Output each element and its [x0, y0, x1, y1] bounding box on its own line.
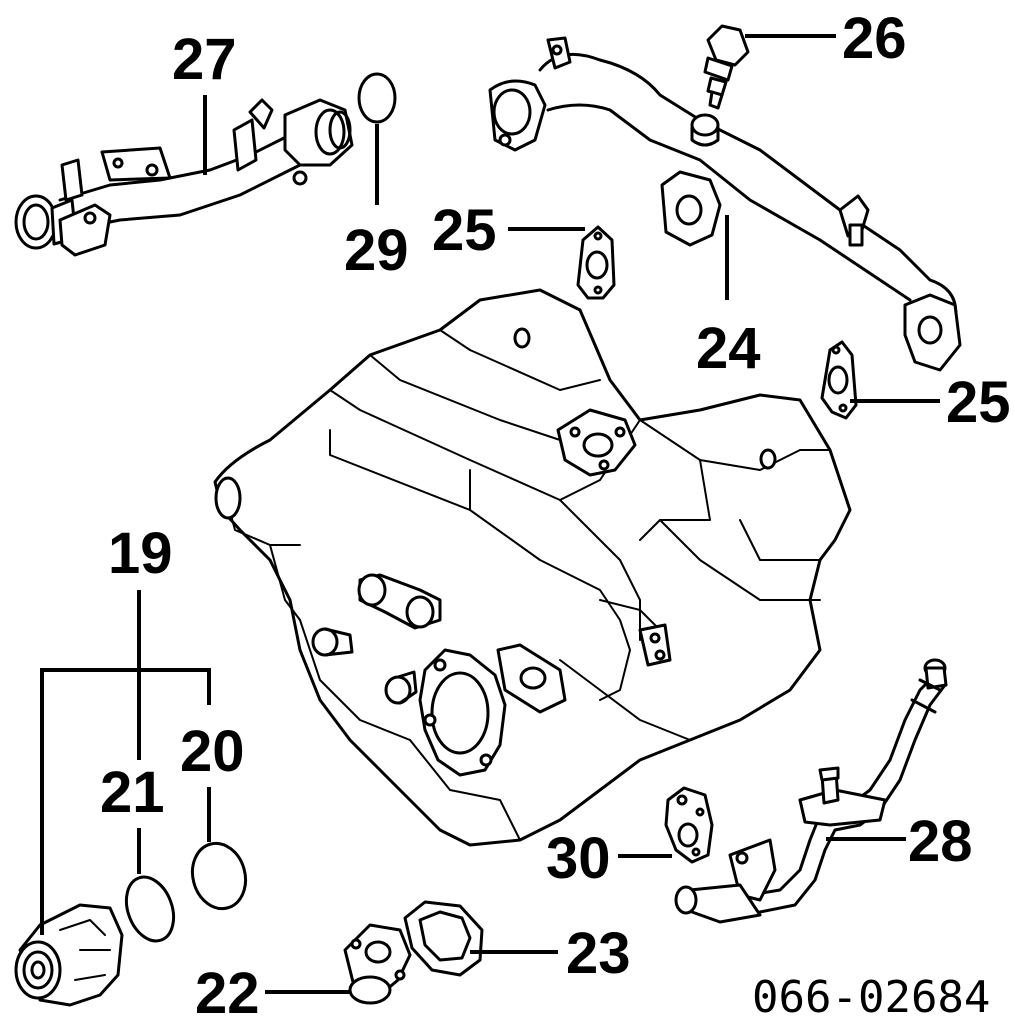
callout-24: 24: [696, 316, 761, 381]
callout-26: 26: [842, 6, 907, 71]
gasket-part-23: [403, 900, 484, 977]
water-pipe-part-27: [14, 98, 354, 257]
engine-block: [213, 288, 852, 847]
callout-29: 29: [344, 218, 409, 283]
callouts: 27 26 29 25 24 25 19 20 21 30 28 23 22: [100, 6, 1011, 1018]
leader-lines: [40, 34, 940, 994]
leader-19: [40, 590, 211, 935]
callout-25-upper: 25: [432, 198, 497, 263]
gasket-part-25-upper: [576, 225, 616, 300]
gasket-part-25-lower: [820, 340, 858, 420]
callout-23: 23: [566, 921, 631, 986]
reference-code: 066-02684: [752, 972, 990, 1018]
callout-25-lower: 25: [946, 370, 1011, 435]
gasket-part-30: [664, 786, 714, 864]
thermostat-housing-part-22: [343, 923, 412, 1005]
o-ring-part-29: [357, 72, 397, 124]
callout-21: 21: [100, 760, 165, 825]
water-pipe-part-24: [488, 36, 962, 372]
water-pipe-part-28: [674, 658, 948, 924]
gasket-part-20: [190, 841, 248, 911]
callout-27: 27: [172, 27, 237, 92]
sensor-part-26: [703, 24, 750, 110]
water-pump-part-19: [14, 903, 124, 1007]
callout-22: 22: [195, 961, 260, 1018]
callout-30: 30: [546, 826, 611, 891]
callout-19: 19: [108, 521, 173, 586]
callout-28: 28: [908, 809, 973, 874]
gasket-part-21: [124, 875, 176, 943]
callout-20: 20: [180, 719, 245, 784]
